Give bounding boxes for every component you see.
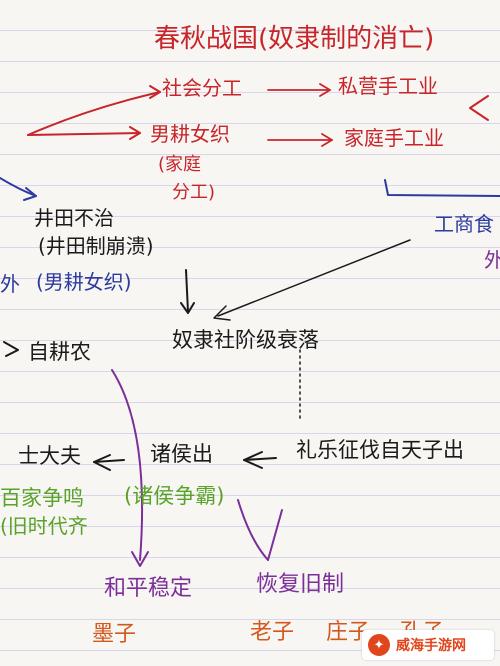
men-farm-women-weave-label: 男耕女织 <box>150 122 230 146</box>
scholar-officials-label: 士大夫 <box>18 444 81 468</box>
family-division-note-1: (家庭 <box>158 154 202 175</box>
hundred-schools-note: (旧时代齐 <box>0 514 88 538</box>
men-farm-women-weave-note: (男耕女织) <box>36 270 132 294</box>
left-fragment-text: 外 <box>0 272 20 296</box>
well-field-collapse-label: (井田制崩溃) <box>38 234 154 258</box>
well-field-label: 井田不治 <box>34 206 114 230</box>
slavery-collapse-label: 奴隶社阶级衰落 <box>172 328 319 352</box>
peace-stability-label: 和平稳定 <box>104 576 193 601</box>
commerce-fragment-text: 外 <box>484 248 500 272</box>
watermark-badge: ✦ 威海手游网 <box>362 630 494 660</box>
mozi-label: 墨子 <box>92 622 137 647</box>
watermark-label: 威海手游网 <box>396 638 466 654</box>
laozi-label: 老子 <box>250 620 295 645</box>
rites-music-label: 礼乐征伐自天子出 <box>296 438 464 462</box>
restore-old-system-label: 恢复旧制 <box>256 572 345 597</box>
hundred-schools-label: 百家争鸣 <box>0 486 84 510</box>
family-handicraft-label: 家庭手工业 <box>344 126 444 150</box>
feudal-lords-label: 诸侯出 <box>150 442 213 466</box>
watermark-logo-icon: ✦ <box>368 634 390 656</box>
self-farming-label: 自耕农 <box>28 340 91 364</box>
family-division-note-2: 分工) <box>172 182 216 203</box>
social-division-label: 社会分工 <box>162 76 242 100</box>
private-handicraft-label: 私营手工业 <box>338 74 438 98</box>
note-title: 春秋战国(奴隶制的消亡) <box>154 24 435 54</box>
commerce-label: 工商食 <box>434 212 494 236</box>
lords-hegemony-label: (诸侯争霸) <box>124 484 225 508</box>
zhuangzi-label: 庄子 <box>326 620 371 645</box>
